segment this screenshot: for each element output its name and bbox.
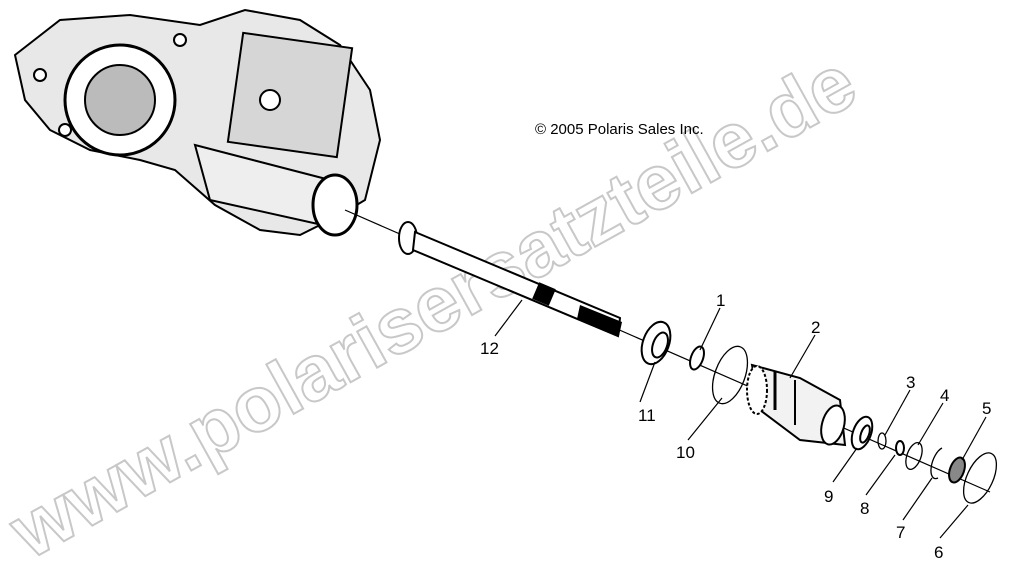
- part-5-nut: [948, 456, 966, 484]
- part-9-bearing: [850, 415, 874, 451]
- part-12-shaft: [398, 221, 622, 338]
- part-4-washer: [905, 441, 923, 471]
- transmission-housing: [13, 8, 382, 237]
- part-2-clutch: [746, 363, 847, 447]
- part-10-o-ring: [711, 345, 749, 405]
- callout-6: 6: [934, 543, 943, 562]
- callout-5: 5: [982, 399, 991, 418]
- callout-4: 4: [940, 386, 949, 405]
- part-8-ring: [895, 440, 905, 456]
- part-3-ring: [877, 432, 887, 450]
- callout-9: 9: [824, 487, 833, 506]
- copyright-text: © 2005 Polaris Sales Inc.: [535, 121, 704, 138]
- part-11-bearing: [640, 320, 672, 366]
- callout-1: 1: [716, 291, 725, 310]
- callout-7: 7: [896, 523, 905, 542]
- callout-3: 3: [906, 373, 915, 392]
- callout-12: 12: [480, 339, 499, 358]
- leader-lines: [494, 299, 987, 539]
- callout-10: 10: [676, 443, 695, 462]
- callout-11: 11: [638, 406, 656, 425]
- callout-2: 2: [811, 318, 820, 337]
- part-6-o-ring: [962, 452, 998, 504]
- callout-8: 8: [860, 499, 869, 518]
- part-7-snap-ring: [930, 447, 943, 480]
